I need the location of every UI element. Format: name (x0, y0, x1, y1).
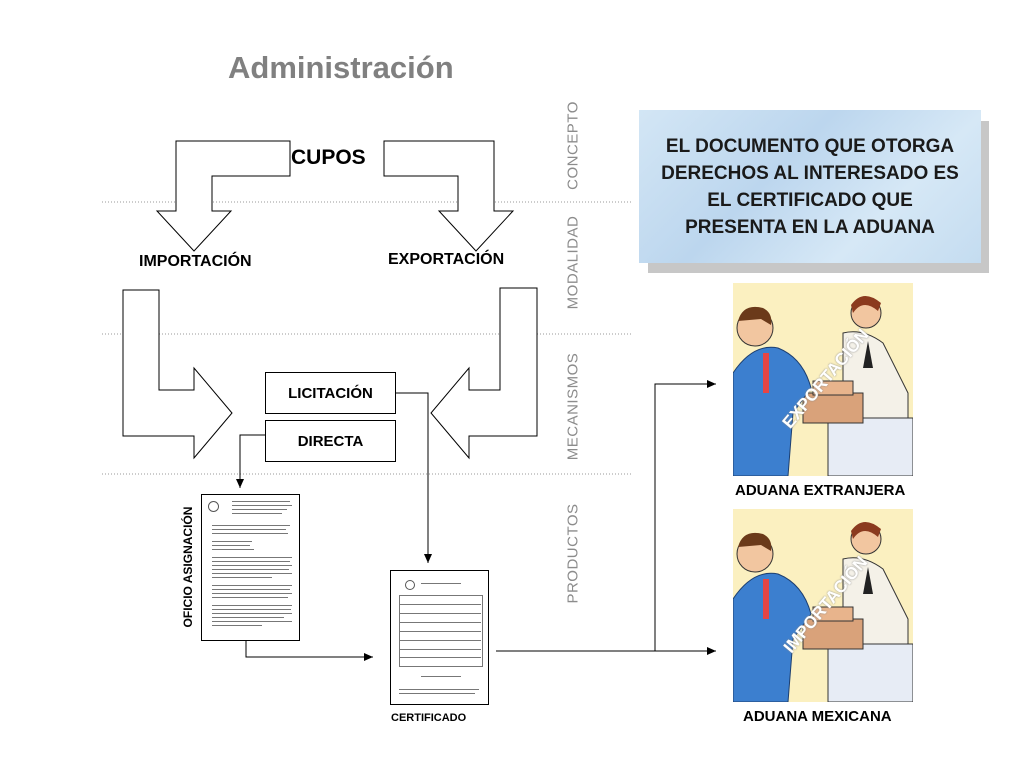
aduana-mexicana-label: ADUANA MEXICANA (743, 708, 892, 725)
arrow-importacion-mecanismos (122, 289, 233, 460)
aduana-extranjera-label: ADUANA EXTRANJERA (735, 482, 906, 499)
oficio-label: OFICIO ASIGNACIÓN (181, 506, 195, 628)
page-title: Administración (228, 50, 454, 85)
connector-to-aduana-extranjera (654, 380, 716, 651)
connector-directa-oficio (236, 434, 265, 488)
arrow-cupos-exportacion (383, 140, 515, 252)
arrow-exportacion-mecanismos (430, 287, 538, 460)
node-directa-label: DIRECTA (297, 432, 364, 450)
aduana-mexicana-illustration: IMPORTACIÓN (733, 509, 913, 702)
callout-text: EL DOCUMENTO QUE OTORGA DERECHOS AL INTE… (661, 135, 959, 238)
arrow-cupos-importacion (155, 140, 291, 252)
connector-licitacion-certificado (395, 392, 432, 563)
seal-icon (405, 580, 415, 590)
node-exportacion: EXPORTACIÓN (388, 251, 505, 268)
node-licitacion-label: LICITACIÓN (288, 384, 373, 402)
callout-box: EL DOCUMENTO QUE OTORGA DERECHOS AL INTE… (639, 110, 981, 263)
node-directa: DIRECTA (265, 420, 396, 462)
customs-scene-illustration (733, 509, 913, 702)
aduana-extranjera-illustration: EXPORTACIÓN (733, 283, 913, 476)
oficio-document-image (201, 494, 300, 641)
seal-icon (208, 501, 219, 512)
certificado-label: CERTIFICADO (391, 712, 467, 724)
connector-oficio-certificado (245, 640, 373, 661)
node-cupos: CUPOS (291, 146, 366, 169)
customs-scene-illustration (733, 283, 913, 476)
certificado-document-image (390, 570, 489, 705)
node-licitacion: LICITACIÓN (265, 372, 396, 414)
node-importacion: IMPORTACIÓN (139, 253, 252, 270)
